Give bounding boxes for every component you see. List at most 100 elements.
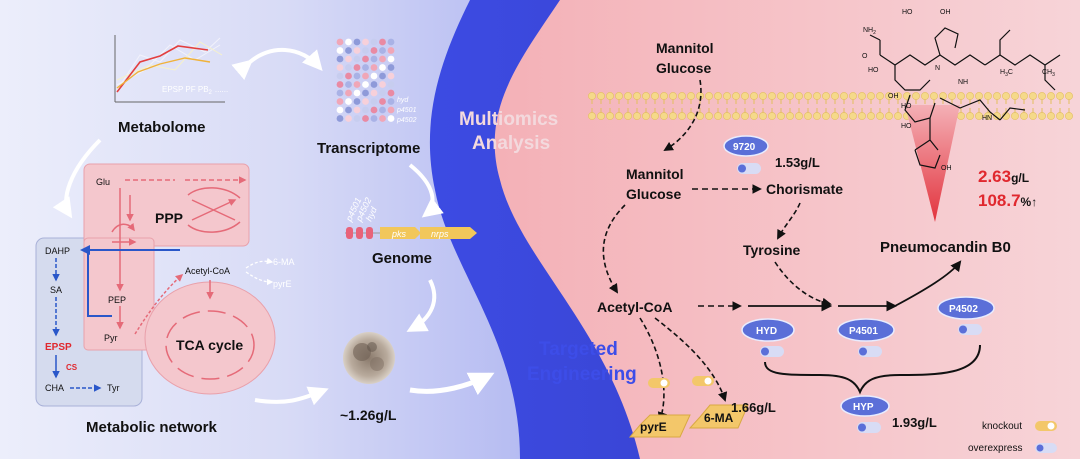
membrane-head <box>777 92 785 100</box>
final-product-arrow <box>894 260 962 307</box>
membrane-head <box>1065 112 1073 120</box>
heatmap-dot <box>370 38 378 46</box>
heatmap-dot <box>362 115 369 122</box>
metabolic-network-title: Metabolic network <box>86 419 218 436</box>
structure-nh: NH <box>958 79 968 86</box>
heatmap-dot <box>379 55 386 63</box>
pneumocandin-structure <box>869 27 1061 169</box>
heatmap-dot <box>370 64 378 71</box>
membrane-head <box>1002 92 1010 100</box>
membrane-head <box>642 112 650 120</box>
heatmap-dot <box>353 55 361 63</box>
structure-n: N <box>935 65 940 72</box>
membrane-head <box>615 112 623 120</box>
result-yield: 2.63g/L <box>978 167 1029 186</box>
chorismate-label: Chorismate <box>766 181 843 197</box>
heatmap-dot <box>345 81 352 88</box>
pep-label: PEP <box>108 295 126 305</box>
membrane-head <box>993 92 1001 100</box>
gene-p4502-label: P4502 <box>949 304 978 315</box>
heatmap-dot <box>353 98 361 105</box>
heatmap-dot <box>362 38 369 46</box>
network-acetyl-coa: Acetyl-CoA <box>185 266 230 276</box>
membrane-head <box>660 112 668 120</box>
structure-nh2: NH2 <box>863 27 876 36</box>
membrane-head <box>1056 92 1064 100</box>
glycolysis-box <box>83 237 155 351</box>
heatmap-dot <box>362 55 369 63</box>
membrane-head <box>822 92 830 100</box>
structure-ho-4: HO <box>902 9 913 16</box>
heatmap-dot <box>345 89 352 97</box>
structure-ch3: CH3 <box>1042 69 1055 78</box>
gene-p4502-toggle-knob <box>959 325 967 334</box>
metabolome-legend: EPSP PF PB2...... <box>162 85 228 96</box>
transcriptome-heatmap <box>336 38 395 122</box>
membrane-head <box>876 112 884 120</box>
membrane-head <box>732 112 740 120</box>
gene-p4501-pill <box>837 318 895 342</box>
structure-o-1: O <box>862 53 868 60</box>
result-cone <box>905 105 960 222</box>
membrane-head <box>642 92 650 100</box>
membrane-head <box>1038 112 1046 120</box>
membrane-head <box>984 92 992 100</box>
heatmap-dot <box>345 38 352 46</box>
gene-p4501-label: P4501 <box>849 326 878 337</box>
membrane-head <box>597 92 605 100</box>
heatmap-dot <box>370 89 378 97</box>
heatmap-dot <box>387 47 395 54</box>
genome-nrps-label: nrps <box>431 229 449 239</box>
heatmap-dot <box>336 106 344 114</box>
heatmap-dot <box>379 106 386 114</box>
gene-hyd-pill <box>741 318 795 342</box>
heatmap-dot <box>387 64 395 71</box>
targeted-label-line2: Engineering <box>527 364 637 385</box>
legend-overexpress-knob <box>1036 444 1044 452</box>
legend-knockout-knob <box>1047 422 1055 430</box>
membrane-head <box>750 92 758 100</box>
pyre-knockout-knob <box>660 379 668 387</box>
culture-image <box>343 332 395 384</box>
cell-membrane <box>588 92 1073 120</box>
tyrosine-to-product-arrow <box>774 261 832 308</box>
legend-knockout-label: knockout <box>982 421 1022 432</box>
membrane-head <box>876 92 884 100</box>
inner-feed-mannitol: Mannitol <box>626 166 684 182</box>
membrane-head <box>804 112 812 120</box>
transcriptome-gene-hyd: hyd <box>397 97 409 104</box>
heatmap-dot <box>336 72 344 80</box>
heatmap-dot <box>387 89 395 97</box>
cha-label: CHA <box>45 383 64 393</box>
membrane-head <box>633 92 641 100</box>
top-feed-glucose: Glucose <box>656 60 711 76</box>
heatmap-dot <box>336 98 344 105</box>
6ma-box <box>688 404 749 429</box>
pneumocandin-b0-label: Pneumocandin B0 <box>880 239 1011 256</box>
metabolome-title: Metabolome <box>118 119 206 136</box>
pyr-label: Pyr <box>104 333 118 343</box>
network-6ma: 6-MA <box>273 257 295 267</box>
membrane-head <box>1011 92 1019 100</box>
heatmap-dot <box>362 89 369 97</box>
membrane-head <box>714 112 722 120</box>
membrane-head <box>912 92 920 100</box>
structure-oh-1: OH <box>888 93 899 100</box>
heatmap-dot <box>345 115 352 122</box>
yield-9720: 1.53g/L <box>775 155 820 170</box>
membrane-head <box>768 92 776 100</box>
membrane-head <box>687 92 695 100</box>
legend-overexpress-label: overexpress <box>968 443 1022 454</box>
membrane-head <box>1029 92 1037 100</box>
genome-title: Genome <box>372 250 432 267</box>
gene-p4501-toggle-knob <box>859 347 867 356</box>
heatmap-dot <box>379 64 386 71</box>
heatmap-dot <box>362 47 369 54</box>
membrane-head <box>867 92 875 100</box>
6ma-knockout-knob <box>704 377 712 385</box>
heatmap-dot <box>362 98 369 105</box>
membrane-head <box>732 92 740 100</box>
heatmap-dot <box>379 47 386 54</box>
